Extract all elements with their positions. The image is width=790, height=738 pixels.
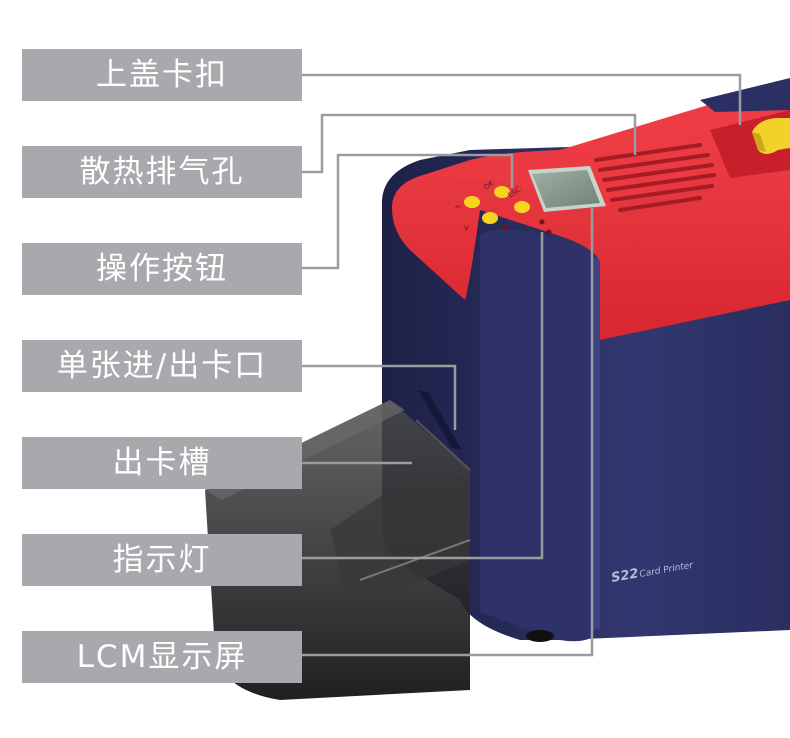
model-name: S22 xyxy=(610,566,640,586)
leader-vent xyxy=(302,113,637,174)
button-esc xyxy=(514,201,530,213)
button-up xyxy=(494,186,510,198)
indicator-light-2 xyxy=(539,219,545,225)
label-indicator-light: 指示灯 xyxy=(22,534,302,586)
leader-slot xyxy=(302,364,457,430)
leader-buttons xyxy=(302,153,514,270)
label-lcd-display: LCM显示屏 xyxy=(22,631,302,683)
label-card-slot: 单张进/出卡口 xyxy=(22,340,302,392)
button-down xyxy=(482,212,498,224)
label-output-tray: 出卡槽 xyxy=(22,437,302,489)
button-label-down: v xyxy=(464,223,469,232)
label-lid-latch: 上盖卡扣 xyxy=(22,49,302,101)
card-slot xyxy=(418,390,462,450)
leader-lines xyxy=(302,73,742,657)
indicator-light-3 xyxy=(546,229,552,235)
button-label-up: ^ xyxy=(454,205,462,215)
vent-slots xyxy=(594,143,716,212)
label-vent: 散热排气孔 xyxy=(22,146,302,198)
button-ok xyxy=(464,196,480,208)
label-control-buttons: 操作按钮 xyxy=(22,243,302,295)
lcd-display xyxy=(528,166,606,212)
leader-lcd xyxy=(302,208,594,657)
leader-indicator xyxy=(302,232,544,560)
indicator-light-1 xyxy=(502,225,508,231)
leader-lid-latch xyxy=(302,73,742,125)
lid-latch xyxy=(752,118,790,154)
